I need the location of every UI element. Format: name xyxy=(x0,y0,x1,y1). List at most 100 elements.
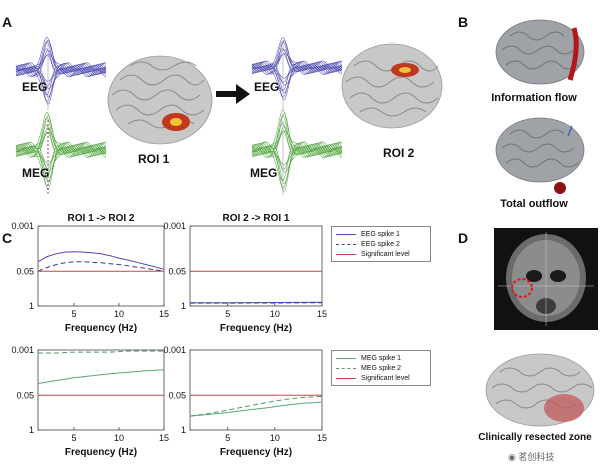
legend-eeg-significant: Significant level xyxy=(361,250,410,258)
outflow-node xyxy=(554,182,566,194)
brain-roi1 xyxy=(107,55,213,145)
y-tick-label: 0.05 xyxy=(16,266,34,276)
total-outflow-caption: Total outflow xyxy=(500,198,568,210)
panel-letter-b: B xyxy=(458,14,469,30)
watermark: ◉ 茗创科技 xyxy=(508,450,554,463)
panel-a-figure xyxy=(15,36,443,195)
waveform-trace xyxy=(251,130,343,157)
panel-b-figure xyxy=(495,19,585,194)
chart-title: ROI 1 -> ROI 2 xyxy=(68,213,135,224)
wechat-icon: ◉ xyxy=(508,452,516,462)
series-line-1 xyxy=(38,350,164,354)
waveform-trace xyxy=(15,62,107,82)
legend-meg: MEG spike 1 MEG spike 2 Significant leve… xyxy=(331,350,431,386)
waveform-trace xyxy=(15,115,107,156)
x-tick-label: 5 xyxy=(71,433,76,443)
legend-meg-spike1: MEG spike 1 xyxy=(361,354,402,362)
brain-information-flow xyxy=(495,19,585,85)
x-tick-label: 10 xyxy=(114,309,124,319)
meg-traces-roi2 xyxy=(251,109,343,192)
y-tick-label: 0.05 xyxy=(168,390,186,400)
waveform-trace xyxy=(251,61,343,79)
waveform-trace xyxy=(251,53,343,74)
y-tick-label: 0.001 xyxy=(163,345,186,355)
y-tick-label: 1 xyxy=(29,301,34,311)
panel-letter-c: C xyxy=(2,230,13,246)
x-tick-label: 15 xyxy=(159,309,169,319)
legend-eeg: EEG spike 1 EEG spike 2 Significant leve… xyxy=(331,226,431,262)
resected-zone xyxy=(544,394,584,422)
y-tick-label: 0.001 xyxy=(11,345,34,355)
x-tick-label: 10 xyxy=(270,309,280,319)
x-tick-label: 10 xyxy=(114,433,124,443)
legend-meg-spike2: MEG spike 2 xyxy=(361,364,402,372)
x-tick-label: 5 xyxy=(71,309,76,319)
panel-letter-a: A xyxy=(2,14,13,30)
x-axis-label: Frequency (Hz) xyxy=(220,447,292,458)
x-axis-label: Frequency (Hz) xyxy=(65,323,137,334)
x-tick-label: 5 xyxy=(225,433,230,443)
chart-frame xyxy=(37,225,165,307)
y-tick-label: 0.001 xyxy=(11,221,34,231)
series-line-1 xyxy=(37,261,165,272)
waveform-trace xyxy=(15,131,107,157)
waveform-trace xyxy=(251,48,343,75)
arrow-icon xyxy=(216,84,250,104)
series-line-0 xyxy=(37,251,165,270)
flow-streamline xyxy=(567,27,579,81)
resection-circle xyxy=(511,278,533,298)
waveform-trace xyxy=(251,142,343,184)
series-line-0 xyxy=(189,401,323,417)
x-axis-label: Frequency (Hz) xyxy=(65,447,137,458)
y-tick-label: 1 xyxy=(181,425,186,435)
waveform-trace xyxy=(15,68,107,105)
y-tick-label: 1 xyxy=(181,301,186,311)
watermark-text: 茗创科技 xyxy=(518,452,555,462)
panel-letter-d: D xyxy=(458,230,469,246)
chart-title: ROI 2 -> ROI 1 xyxy=(223,213,290,224)
y-tick-label: 0.05 xyxy=(16,390,34,400)
waveform-trace xyxy=(15,146,107,187)
eeg-traces-roi2 xyxy=(251,37,343,101)
resected-zone-caption: Clinically resected zone xyxy=(478,432,592,443)
meg-label-2: MEG xyxy=(250,166,278,180)
panel-d-mri xyxy=(494,228,598,330)
eeg-traces-roi1 xyxy=(15,36,107,105)
x-tick-label: 15 xyxy=(317,309,327,319)
eeg-label-2: EEG xyxy=(254,80,280,94)
information-flow-caption: Information flow xyxy=(491,92,577,104)
waveform-trace xyxy=(251,145,343,189)
waveform-trace xyxy=(15,48,107,77)
chart-frame xyxy=(189,349,323,431)
legend-eeg-spike2: EEG spike 2 xyxy=(361,240,400,248)
roi1-label: ROI 1 xyxy=(138,152,170,166)
x-tick-label: 15 xyxy=(159,433,169,443)
legend-meg-significant: Significant level xyxy=(361,374,410,382)
waveform-trace xyxy=(15,66,107,102)
roi2-label: ROI 2 xyxy=(383,146,415,160)
chart-frame xyxy=(37,349,165,431)
brain-total-outflow xyxy=(495,117,585,194)
y-tick-label: 0.05 xyxy=(168,266,186,276)
waveform-trace xyxy=(15,143,107,182)
panel-d-brain xyxy=(485,353,595,427)
legend-eeg-spike1: EEG spike 1 xyxy=(361,230,400,238)
waveform-trace xyxy=(15,124,107,158)
y-tick-label: 0.001 xyxy=(163,221,186,231)
chart-frame xyxy=(189,225,323,307)
eeg-label-1: EEG xyxy=(22,80,48,94)
x-axis-label: Frequency (Hz) xyxy=(220,323,292,334)
series-line-0 xyxy=(37,369,165,384)
meg-label-1: MEG xyxy=(22,166,50,180)
brain-roi2 xyxy=(341,43,443,129)
waveform-trace xyxy=(251,65,343,98)
waveform-trace xyxy=(15,63,107,98)
waveform-trace xyxy=(15,54,107,76)
meg-traces-roi1 xyxy=(15,112,107,190)
x-tick-label: 10 xyxy=(270,433,280,443)
waveform-trace xyxy=(251,147,343,192)
waveform-trace xyxy=(15,40,107,75)
waveform-trace xyxy=(251,67,343,101)
x-tick-label: 5 xyxy=(225,309,230,319)
